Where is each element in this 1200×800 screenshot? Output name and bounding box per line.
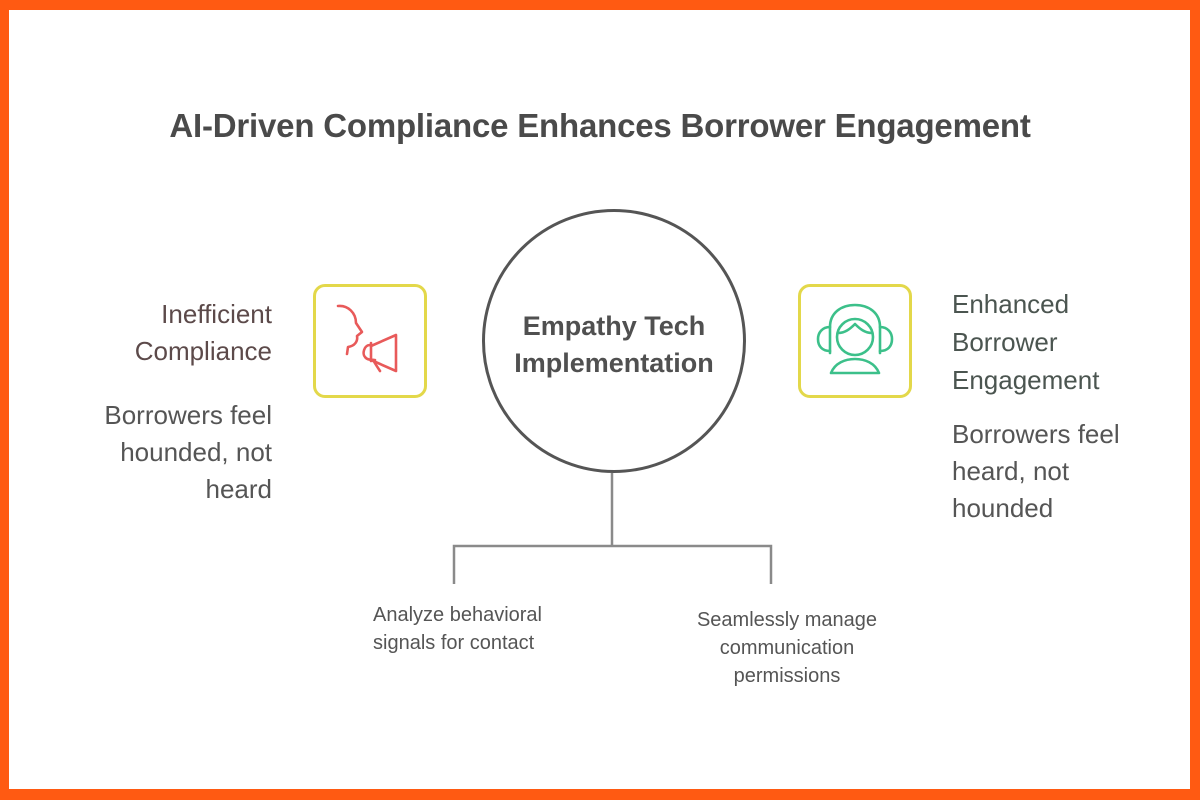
- center-circle: Empathy Tech Implementation: [482, 209, 746, 473]
- person-headset-icon: [816, 303, 894, 375]
- right-icon-box: [798, 284, 912, 398]
- branch-label-analyze: Analyze behavioral signals for contact: [373, 604, 542, 654]
- left-title: Inefficient Compliance: [134, 299, 272, 366]
- right-title: Enhanced Borrower Engagement: [952, 289, 1100, 395]
- left-icon-box: [313, 284, 427, 398]
- person-megaphone-icon: [336, 304, 398, 373]
- center-label: Empathy Tech Implementation: [514, 311, 714, 378]
- left-description: Borrowers feel hounded, not heard: [104, 400, 272, 504]
- diagram-title: AI-Driven Compliance Enhances Borrower E…: [169, 107, 1031, 144]
- branch-label-permissions: Seamlessly manage communication permissi…: [696, 609, 878, 687]
- right-description: Borrowers feel heard, not hounded: [952, 419, 1120, 523]
